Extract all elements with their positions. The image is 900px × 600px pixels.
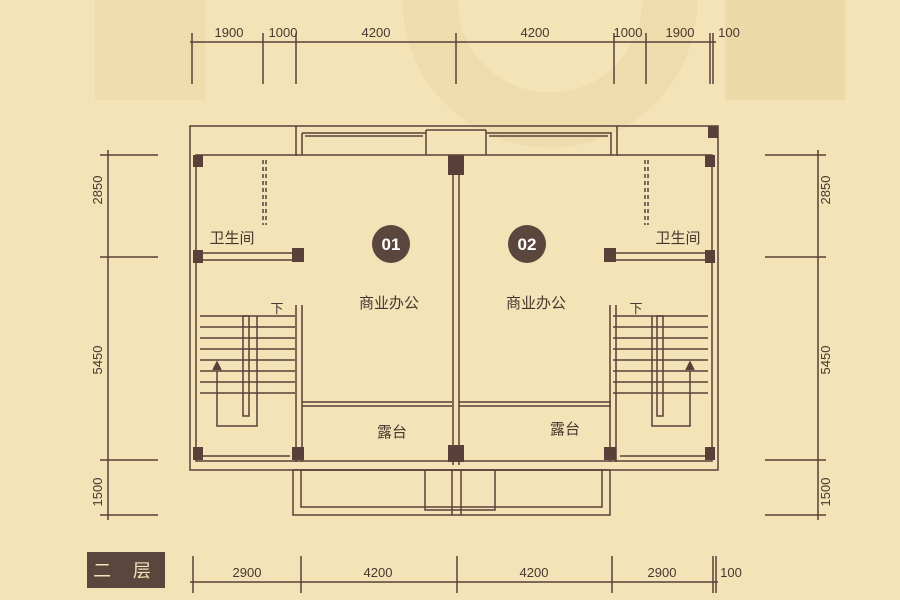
background-watermark (95, 0, 845, 148)
unit-02-stair-down-label: 下 (629, 301, 642, 316)
unit-02-badge (508, 225, 546, 263)
top-dim-6: 1900 (666, 25, 695, 40)
top-dim-7: 100 (718, 25, 740, 40)
right-dim-3: 1500 (818, 478, 833, 507)
top-dim-5: 1000 (614, 25, 643, 40)
outer-walls (189, 125, 719, 516)
bottom-dim-3: 4200 (520, 565, 549, 580)
top-dimension-ticks (191, 33, 714, 84)
unit-02-room-label: 商业办公 (506, 295, 566, 312)
right-dim-2: 5450 (818, 346, 833, 375)
unit-01-terrace-label: 露台 (377, 424, 407, 441)
left-dimension-ticks (100, 154, 158, 516)
unit-01-bathroom-label: 卫生间 (209, 230, 254, 247)
bottom-dim-4: 2900 (648, 565, 677, 580)
bottom-dim-2: 4200 (364, 565, 393, 580)
unit-02-terrace-label: 露台 (550, 421, 580, 438)
top-dim-3: 4200 (362, 25, 391, 40)
left-dim-3: 1500 (90, 478, 105, 507)
left-dim-2: 5450 (90, 346, 105, 375)
bottom-dimension-ticks (192, 556, 717, 593)
bottom-dim-5: 100 (720, 565, 742, 580)
unit-01-number: 01 (382, 235, 401, 254)
top-dim-4: 4200 (521, 25, 550, 40)
stair-left (200, 315, 295, 427)
right-dim-1: 2850 (818, 176, 833, 205)
left-dim-1: 2850 (90, 176, 105, 205)
unit-01-room-label: 商业办公 (359, 295, 419, 312)
right-dimension-ticks (765, 154, 826, 516)
unit-01-stair-down-label: 下 (270, 301, 283, 316)
bottom-dim-1: 2900 (233, 565, 262, 580)
stair-right (613, 315, 708, 427)
top-dim-1: 1900 (215, 25, 244, 40)
unit-02-bathroom-label: 卫生间 (655, 230, 700, 247)
top-dim-2: 1000 (269, 25, 298, 40)
unit-01-badge (372, 225, 410, 263)
columns (193, 126, 718, 462)
floor-label: 二 层 (87, 552, 165, 588)
unit-02-number: 02 (518, 235, 537, 254)
